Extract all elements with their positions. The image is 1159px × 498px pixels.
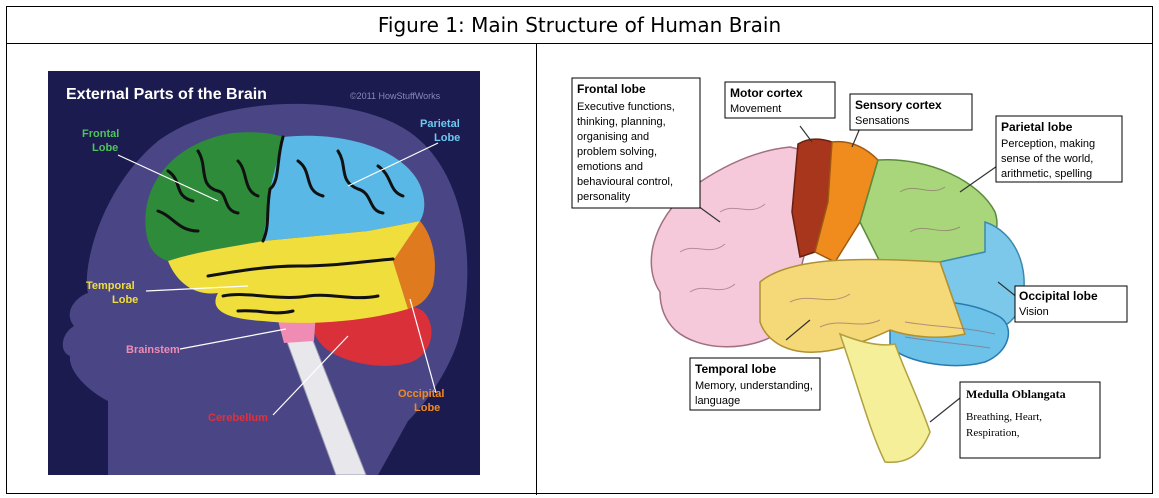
temporal-lobe-line1: Memory, understanding, [695,380,813,392]
external-brain-diagram: External Parts of the Brain ©2011 HowStu… [48,71,480,475]
column-divider [536,43,537,495]
left-diagram-title: External Parts of the Brain [66,86,267,103]
label-parietal-line1: Parietal [420,118,460,130]
parietal-lobe-line1: Perception, making [1001,138,1095,150]
parietal-lobe-area [860,160,997,262]
parietal-lobe-line2: sense of the world, [1001,153,1093,165]
label-occipital-line1: Occipital [398,388,444,400]
callout-motor-cortex: Motor cortex Movement [725,82,835,118]
label-occipital-line2: Lobe [414,402,440,414]
medulla-line1: Breathing, Heart, [966,411,1042,423]
frontal-lobe-line1: Executive functions, [577,101,675,113]
label-temporal-line2: Lobe [112,294,138,306]
label-frontal-line2: Lobe [92,142,118,154]
occipital-lobe-title: Occipital lobe [1019,289,1098,303]
left-diagram-copyright: ©2011 HowStuffWorks [350,91,441,101]
sensory-cortex-title: Sensory cortex [855,98,942,112]
label-temporal-line1: Temporal [86,280,135,292]
parietal-lobe-line3: arithmetic, spelling [1001,168,1092,180]
functional-brain-diagram: Frontal lobe Executive functions, thinki… [560,72,1132,464]
figure-caption: Figure 1: Main Structure of Human Brain [7,7,1152,44]
callout-sensory-cortex: Sensory cortex Sensations [850,94,972,130]
frontal-lobe-line5: emotions and [577,161,643,173]
label-frontal-line1: Frontal [82,128,119,140]
sensory-cortex-line1: Sensations [855,115,910,127]
frontal-lobe-line4: problem solving, [577,146,657,158]
frontal-lobe-line3: organising and [577,131,649,143]
callout-occipital-lobe: Occipital lobe Vision [1015,286,1127,322]
label-parietal-line2: Lobe [434,132,460,144]
frontal-lobe-line6: behavioural control, [577,176,673,188]
frontal-lobe-title: Frontal lobe [577,82,646,96]
temporal-lobe-line2: language [695,395,740,407]
label-cerebellum: Cerebellum [208,412,268,424]
callout-parietal-lobe: Parietal lobe Perception, making sense o… [996,116,1122,182]
callout-medulla-oblangata: Medulla Oblangata Breathing, Heart, Resp… [960,382,1100,458]
temporal-lobe-title: Temporal lobe [695,362,776,376]
motor-cortex-title: Motor cortex [730,86,803,100]
callout-temporal-lobe: Temporal lobe Memory, understanding, lan… [690,358,820,410]
frontal-lobe-line2: thinking, planning, [577,116,666,128]
motor-cortex-line1: Movement [730,103,781,115]
occipital-lobe-line1: Vision [1019,306,1049,318]
label-brainstem: Brainstem [126,344,180,356]
callout-frontal-lobe: Frontal lobe Executive functions, thinki… [572,78,700,208]
medulla-title: Medulla Oblangata [966,387,1066,401]
medulla-line2: Respiration, [966,427,1020,439]
parietal-lobe-title: Parietal lobe [1001,120,1073,134]
frontal-lobe-line7: personality [577,191,631,203]
